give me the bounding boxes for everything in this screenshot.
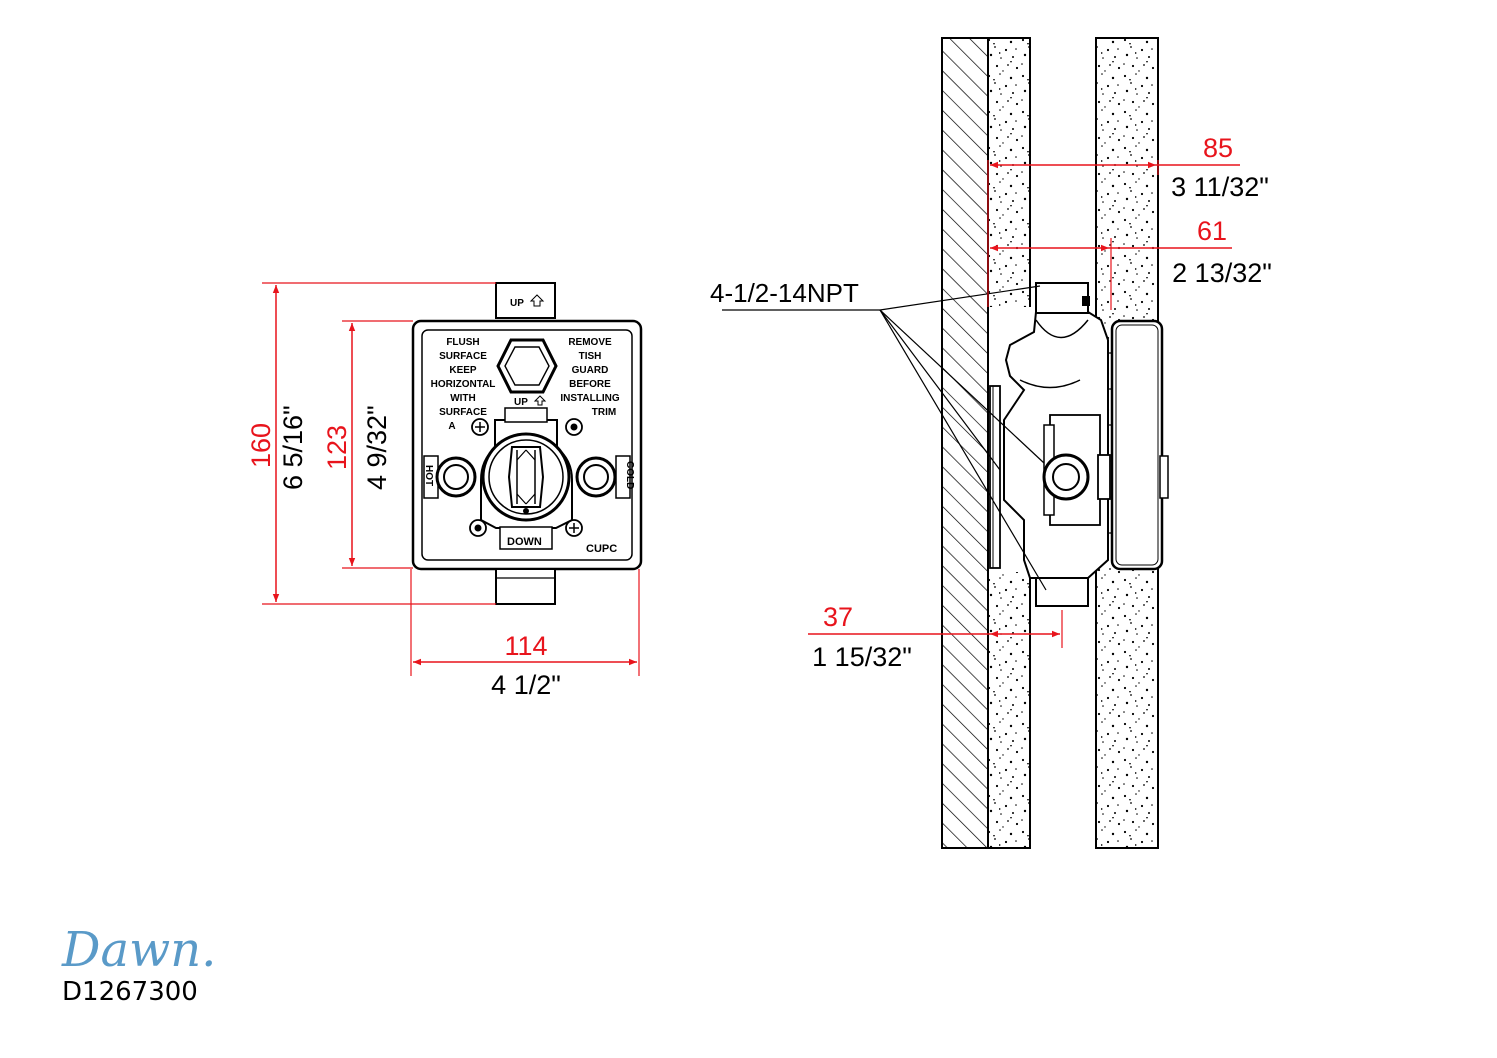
brand-block: Dawn. D1267300: [61, 922, 216, 1007]
dim-4-9-32: 4 9/32": [362, 405, 392, 490]
top-up-label: UP: [510, 298, 524, 309]
hot-inlet: HOT: [423, 455, 477, 499]
dim-85-in: 3 11/32": [1171, 172, 1269, 202]
svg-text:TRIM: TRIM: [592, 407, 616, 418]
valve-body-inner: [421, 329, 633, 561]
dim-123: 123: [322, 425, 352, 470]
cartridge: [480, 407, 573, 550]
dim-37-in: 1 15/32": [812, 642, 912, 672]
thread-label: 4-1/2-14NPT: [710, 278, 859, 308]
svg-text:SURFACE: SURFACE: [439, 407, 487, 418]
svg-text:WITH: WITH: [450, 393, 476, 404]
dim-37-mm: 37: [823, 602, 853, 632]
screw-icon: [471, 418, 489, 436]
svg-text:HORIZONTAL: HORIZONTAL: [431, 379, 496, 390]
arrow-up-icon: [529, 294, 545, 307]
screw-icon: [565, 418, 583, 436]
svg-text:A: A: [448, 421, 455, 432]
dim-width: 114 4 1/2": [410, 569, 640, 700]
dawn-logo: Dawn.: [61, 922, 216, 978]
wall-stud: [941, 37, 989, 849]
inner-up-label: UP: [514, 397, 528, 408]
thread-callout: 4-1/2-14NPT: [710, 278, 1047, 591]
right-note: REMOVE TISH GUARD BEFORE INSTALLING TRIM: [560, 337, 619, 418]
inner-arrow-up-icon: [533, 395, 547, 406]
svg-text:GUARD: GUARD: [572, 365, 609, 376]
top-outlet: [495, 282, 556, 319]
down-label: DOWN: [507, 536, 542, 548]
dim-6-5-16: 6 5/16": [278, 405, 308, 490]
cold-label: COLD: [624, 461, 635, 489]
dim-61: 61 2 13/32": [990, 216, 1272, 310]
screw-icon: [565, 519, 583, 537]
dim-37: 37 1 15/32": [808, 602, 1063, 672]
svg-text:TISH: TISH: [579, 351, 602, 362]
svg-text:KEEP: KEEP: [449, 365, 477, 376]
dim-114: 114: [504, 631, 547, 661]
side-top-nut: [1035, 282, 1089, 314]
dim-height-body: 123 4 9/32": [322, 320, 413, 569]
model-number: D1267300: [62, 977, 198, 1007]
svg-text:SURFACE: SURFACE: [439, 351, 487, 362]
front-view: UP UP FLUSH SURFACE KEEP HORIZONTAL WITH…: [246, 282, 643, 700]
cupc-label: CUPC: [586, 543, 617, 555]
left-note: FLUSH SURFACE KEEP HORIZONTAL WITH SURFA…: [431, 337, 496, 432]
dim-4-1-2: 4 1/2": [491, 670, 561, 700]
bottom-outlet: [495, 568, 556, 605]
svg-text:FLUSH: FLUSH: [446, 337, 479, 348]
mounting-plate: [989, 385, 1001, 569]
side-view: 4-1/2-14NPT 85 3 11/32" 61 2 13/32": [710, 37, 1272, 849]
dim-160: 160: [246, 423, 276, 468]
dim-85-mm: 85: [1203, 133, 1233, 163]
hot-label: HOT: [423, 465, 434, 486]
dim-height-overall: 160 6 5/16": [246, 282, 496, 605]
svg-text:BEFORE: BEFORE: [569, 379, 611, 390]
dim-61-in: 2 13/32": [1172, 258, 1272, 288]
cold-inlet: COLD: [575, 455, 635, 499]
screw-icon: [469, 519, 487, 537]
svg-text:INSTALLING: INSTALLING: [560, 393, 619, 404]
svg-text:REMOVE: REMOVE: [568, 337, 612, 348]
trim-guard: [1110, 319, 1164, 571]
dim-61-mm: 61: [1197, 216, 1227, 246]
dim-85: 85 3 11/32": [987, 133, 1269, 307]
side-bottom-nut: [1035, 577, 1089, 607]
hex-nut: [496, 338, 558, 394]
